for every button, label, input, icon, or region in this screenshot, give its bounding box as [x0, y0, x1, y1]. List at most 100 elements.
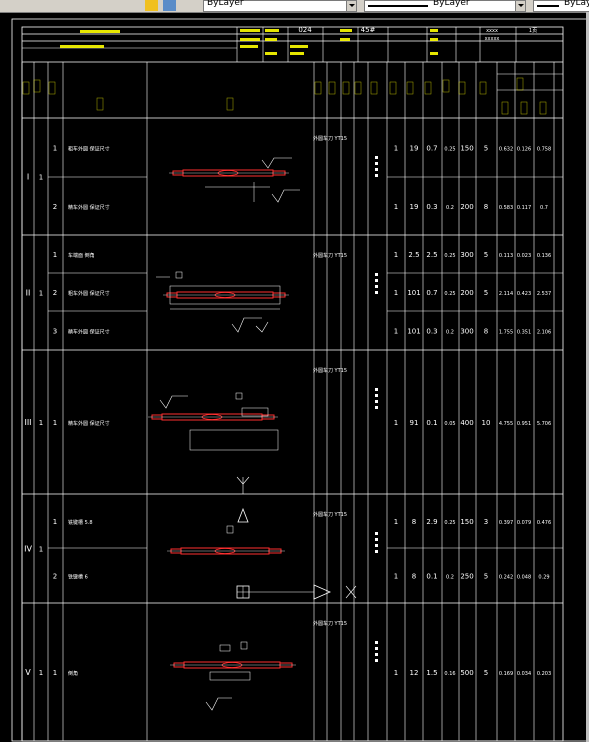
header-glyph	[479, 81, 487, 95]
speed-value: 150	[460, 145, 473, 153]
layer-stack-icon[interactable]	[145, 0, 158, 11]
tool-text: 外圆车刀 YT15	[313, 511, 347, 518]
step-content: 粗车外圆 保证尺寸	[68, 146, 110, 153]
title-glyph	[240, 29, 260, 32]
header-glyph	[516, 77, 524, 91]
operation-number: II	[26, 289, 31, 298]
time-total-value: 5.706	[537, 421, 551, 427]
step-number: 2	[53, 289, 57, 297]
speed-value: 300	[460, 328, 473, 336]
title-glyph	[290, 45, 308, 48]
color-combo[interactable]: ByLayer	[203, 0, 357, 12]
depth-value: 0.7	[426, 145, 437, 153]
title-glyph	[265, 52, 277, 55]
diameter-value: 101	[407, 328, 420, 336]
time-basic-value: 0.583	[499, 205, 513, 211]
feed-value: 0.2	[446, 575, 454, 581]
header-glyph	[442, 79, 450, 93]
header-glyph	[96, 97, 104, 111]
passes-value: 1	[394, 518, 398, 526]
step-number: 1	[53, 518, 57, 526]
passes-value: 1	[394, 289, 398, 297]
header-glyph	[424, 81, 432, 95]
rpm-value: 5	[484, 669, 488, 677]
feed-value: 0.2	[446, 205, 454, 211]
time-aux-value: 0.048	[517, 575, 531, 581]
depth-value: 0.7	[426, 289, 437, 297]
feed-value: 0.16	[444, 671, 455, 677]
header-glyph	[22, 81, 30, 95]
cross-mark	[345, 585, 357, 599]
time-total-value: 0.136	[537, 253, 551, 259]
header-glyph	[406, 81, 414, 95]
feed-value: 0.25	[444, 291, 455, 297]
tool-text: 外圆车刀 YT15	[313, 367, 347, 374]
header-glyph	[342, 81, 350, 95]
inner-border	[21, 26, 564, 742]
tool-glyph	[375, 394, 378, 397]
operation-number: V	[25, 668, 31, 677]
diameter-value: 8	[412, 518, 416, 526]
feed-value: 0.05	[444, 421, 455, 427]
frame-box	[169, 285, 281, 305]
header-glyph	[458, 81, 466, 95]
operation-sequence: 1	[39, 669, 43, 677]
triangle-arrow	[313, 584, 331, 600]
header-glyph	[226, 97, 234, 111]
diameter-value: 19	[410, 145, 419, 153]
rpm-value: 5	[484, 289, 488, 297]
diameter-value: 91	[410, 419, 419, 427]
tool-glyph	[375, 291, 378, 294]
roughness-symbol	[271, 189, 300, 203]
time-total-value: 0.476	[537, 520, 551, 526]
chevron-down-icon[interactable]	[515, 1, 525, 11]
step-content: 精车外圆 保证尺寸	[68, 204, 110, 211]
time-aux-value: 0.951	[517, 421, 531, 427]
feed-value: 0.25	[444, 253, 455, 259]
chevron-down-icon[interactable]	[346, 1, 356, 11]
tool-glyph	[375, 647, 378, 650]
tool-glyph	[375, 550, 378, 553]
step-number: 2	[53, 203, 57, 211]
title-glyph	[60, 45, 104, 48]
operation-sequence: 1	[39, 546, 43, 554]
time-aux-value: 0.023	[517, 253, 531, 259]
depth-value: 1.5	[426, 669, 437, 677]
rpm-value: 5	[484, 145, 488, 153]
tool-text: 外圆车刀 YT15	[313, 252, 347, 259]
tolerance-frame	[241, 407, 269, 417]
depth-value: 0.1	[426, 573, 437, 581]
time-basic-value: 2.114	[499, 291, 513, 297]
time-total-value: 0.7	[540, 205, 548, 211]
tool-glyph	[375, 544, 378, 547]
time-basic-value: 0.113	[499, 253, 513, 259]
depth-value: 2.9	[426, 518, 437, 526]
arrow-stem	[236, 476, 244, 485]
step-content: 粗车外圆 保证尺寸	[68, 290, 110, 297]
diameter-value: 12	[410, 669, 419, 677]
layer-properties-icon[interactable]	[163, 0, 176, 11]
rpm-value: 8	[484, 203, 488, 211]
tolerance-frame	[219, 644, 231, 652]
step-number: 1	[53, 669, 57, 677]
passes-value: 1	[394, 328, 398, 336]
operation-sequence: 1	[39, 419, 43, 427]
tool-glyph	[375, 538, 378, 541]
lineweight-combo[interactable]: ByLay	[533, 0, 589, 12]
linetype-preview	[368, 5, 428, 7]
rpm-value: 8	[484, 328, 488, 336]
step-content: 精车外圆 保证尺寸	[68, 329, 110, 336]
tool-glyph	[375, 653, 378, 656]
passes-value: 1	[394, 203, 398, 211]
passes-value: 1	[394, 573, 398, 581]
frame-box	[209, 671, 251, 681]
header-glyph	[389, 81, 397, 95]
title-glyph	[265, 38, 277, 41]
tool-glyph	[375, 279, 378, 282]
tool-glyph	[375, 162, 378, 165]
passes-value: 1	[394, 251, 398, 259]
linetype-combo[interactable]: ByLayer	[364, 0, 526, 12]
time-basic-value: 0.632	[499, 147, 513, 153]
time-total-value: 2.537	[537, 291, 551, 297]
